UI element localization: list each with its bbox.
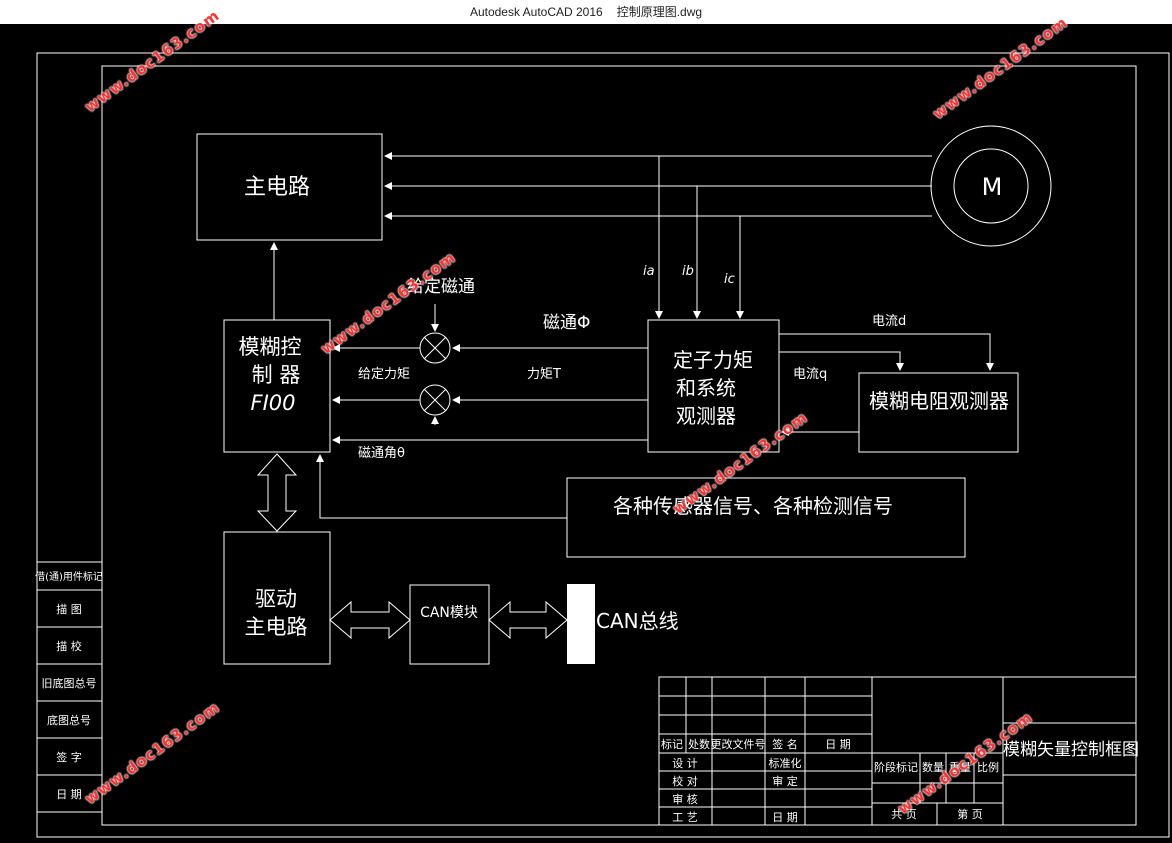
drive-circuit-block — [223, 531, 331, 665]
tb-design: 设 计 — [672, 757, 698, 770]
controller-drive-double-arrow — [256, 453, 298, 532]
outer-frame — [36, 52, 1170, 838]
can-bus-label: CAN总线 — [596, 609, 679, 633]
drive-circuit-label-2: 主电路 — [245, 615, 308, 639]
ia-label: ia — [643, 264, 655, 279]
flux-angle-label: 磁通角θ — [358, 446, 405, 461]
can-module-label: CAN模块 — [420, 605, 478, 621]
stator-observer-block — [647, 319, 780, 453]
strip-label-4: 旧底图总号 — [42, 676, 97, 690]
fuzzy-controller-block — [223, 319, 331, 453]
ic-label: ic — [724, 272, 735, 287]
main-circuit-block — [196, 133, 383, 241]
given-torque-label: 给定力矩 — [358, 367, 410, 382]
fuzzy-controller-label-1: 模糊控 — [239, 335, 302, 359]
tb-header-mark: 标记 — [661, 737, 683, 751]
can-module-block — [409, 584, 490, 665]
current-iq-label: 电流q — [793, 367, 827, 382]
tb-header-count: 处数 — [688, 738, 710, 751]
can-bus-double-arrow — [488, 600, 568, 640]
strip-label-3: 描 校 — [56, 639, 82, 653]
motor-label: M — [982, 173, 1003, 201]
drive-circuit-label-1: 驱动 — [255, 587, 297, 611]
tb-process: 工 艺 — [672, 811, 698, 824]
resistance-observer-block — [858, 372, 1019, 453]
left-strip — [36, 561, 102, 813]
tb-quantity: 数量 — [922, 761, 944, 774]
drawing-title: 模糊矢量控制框图 — [1003, 740, 1139, 760]
title-bar: Autodesk AutoCAD 2016 控制原理图.dwg — [0, 0, 1172, 24]
strip-label-5: 底图总号 — [47, 713, 91, 727]
strip-label-7: 日 期 — [56, 788, 82, 801]
stator-observer-label-1: 定子力矩 — [673, 348, 753, 372]
fuzzy-controller-label-3: FI00 — [251, 391, 296, 415]
strip-label-2: 描 图 — [56, 602, 82, 616]
fuzzy-controller-label-2: 制 器 — [252, 363, 301, 387]
can-bus-bar — [567, 584, 595, 664]
tb-total-sheets: 共 页 — [891, 808, 917, 821]
tb-weight: 重量 — [949, 760, 971, 774]
strip-label-6: 签 字 — [56, 750, 82, 764]
torque-t-label: 力矩T — [527, 367, 561, 382]
tb-check: 校 对 — [672, 774, 698, 788]
tb-review: 审 核 — [672, 792, 698, 806]
tb-date: 日 期 — [772, 811, 798, 824]
current-id-label: 电流d — [872, 314, 906, 329]
resistance-observer-label: 模糊电阻观测器 — [869, 389, 1009, 413]
tb-header-sign: 签 名 — [772, 737, 798, 751]
app-title: Autodesk AutoCAD 2016 — [469, 5, 603, 19]
ib-label: ib — [682, 264, 694, 279]
tb-standard: 标准化 — [769, 756, 802, 770]
sensor-signals-label: 各种传感器信号、各种检测信号 — [613, 494, 893, 518]
given-flux-label: 给定磁通 — [407, 277, 475, 297]
tb-stage-mark: 阶段标记 — [874, 760, 918, 774]
tb-scale: 比例 — [977, 760, 999, 774]
stator-observer-label-2: 和系统 — [676, 376, 736, 400]
main-circuit-label: 主电路 — [244, 175, 310, 200]
tb-header-date: 日 期 — [825, 738, 851, 751]
tb-approve: 审 定 — [772, 774, 798, 788]
tb-header-docno: 更改文件号 — [711, 737, 766, 751]
strip-label-1: 借(通)用件标记 — [35, 571, 103, 583]
motor-inner-circle — [953, 148, 1029, 224]
tb-sheet-no: 第 页 — [957, 807, 983, 821]
flux-phi-label: 磁通Φ — [543, 313, 590, 333]
drive-can-double-arrow — [329, 600, 411, 640]
file-name: 控制原理图.dwg — [616, 5, 703, 19]
drawing-canvas[interactable]: 主电路 M 模糊控 制 器 FI00 定子力矩 和系统 观测器 模糊电阻观测器 … — [0, 24, 1172, 843]
title-block — [658, 676, 1137, 826]
stator-observer-label-3: 观测器 — [676, 404, 736, 428]
inner-frame — [101, 65, 1137, 826]
